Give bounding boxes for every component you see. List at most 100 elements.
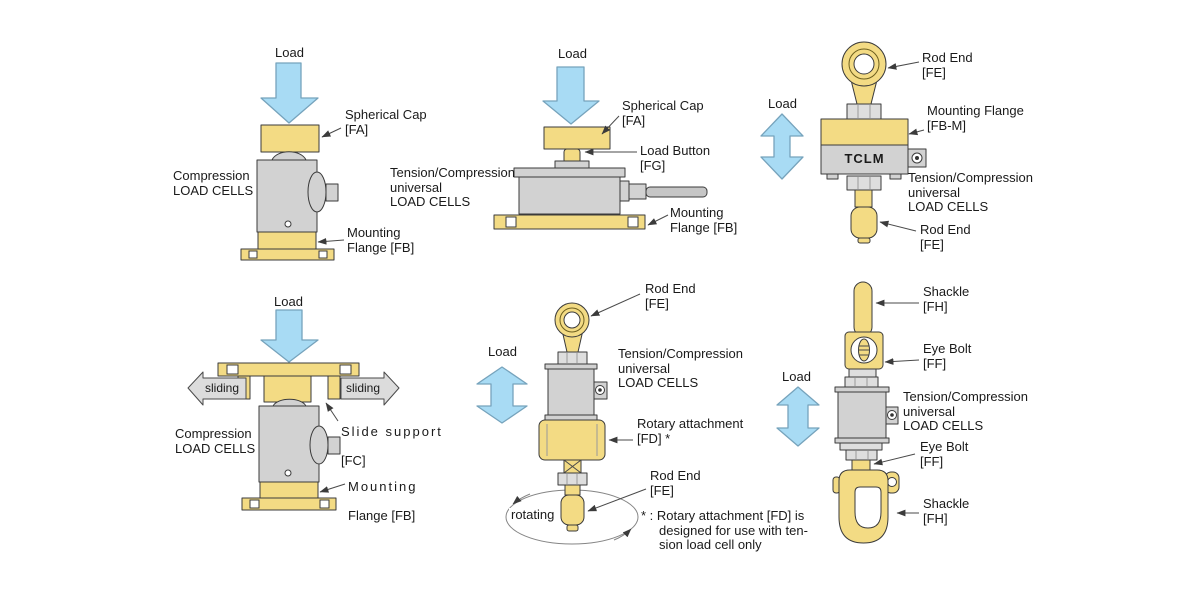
- figure-compression-spherical-cap: [240, 62, 345, 261]
- spherical-cap-label: Spherical Cap [FA]: [622, 98, 704, 128]
- eye-bolt-bottom-label: Eye Bolt [FF]: [920, 439, 969, 469]
- load-cell-body: [837, 391, 887, 439]
- body-hole: [284, 220, 292, 228]
- eye-bolt-top-label: Eye Bolt [FF]: [923, 341, 972, 371]
- figure-compression-slide-support: [187, 309, 400, 511]
- mounting-flange-label: Mounting Flange [FB]: [670, 205, 738, 235]
- compression-load-cells-label: Compression LOAD CELLS: [173, 168, 254, 198]
- rod-stem: [854, 189, 873, 208]
- load-label: Load: [768, 96, 797, 111]
- sliding-right-label: sliding: [345, 381, 381, 395]
- load-down-arrow: [542, 66, 600, 125]
- rod-end-eye: [853, 53, 875, 75]
- leader-mounting-flange: [647, 214, 669, 226]
- load-cell-body: [547, 368, 595, 416]
- rod-end-shank: [560, 494, 585, 526]
- body-top-plate: [513, 167, 626, 178]
- hex-nut: [846, 175, 882, 191]
- sliding-left-label: sliding: [204, 381, 240, 395]
- body-hole: [284, 469, 292, 477]
- connector-boss: [307, 171, 327, 213]
- rotary-attachment-label: Rotary attachment [FD] *: [637, 416, 744, 446]
- load-label: Load: [782, 369, 811, 384]
- rotary-footnote: * : Rotary attachment [FD] is designed f…: [641, 508, 808, 552]
- leader-mounting-flange: [317, 237, 345, 245]
- spherical-cap-label: Spherical Cap [FA]: [345, 107, 427, 137]
- leader-spherical-cap: [321, 127, 342, 138]
- rod-end-bottom-label: Rod End [FE]: [920, 222, 971, 252]
- rotary-attachment-drum: [538, 419, 606, 461]
- load-label: Load: [274, 294, 303, 309]
- mounting-flange-label: Mounting Flange [FB-M]: [927, 103, 1024, 133]
- hex-nut: [557, 472, 588, 486]
- slide-column-right: [327, 375, 341, 400]
- load-cell-body: [518, 176, 621, 215]
- load-cell-body: [258, 405, 320, 483]
- rod-end-top-label: Rod End [FE]: [922, 50, 973, 80]
- universal-load-cells-label: Tension/Compression universal LOAD CELLS: [908, 170, 1034, 214]
- mounting-flange-shape: [493, 214, 646, 230]
- connector: [619, 180, 630, 202]
- hex-nut: [846, 103, 882, 120]
- connector-collar: [628, 183, 647, 200]
- compression-load-cells-label: Compression LOAD CELLS: [175, 426, 256, 456]
- load-down-arrow: [260, 309, 319, 363]
- load-double-arrow: [476, 366, 528, 424]
- eye-bolt-stem: [851, 459, 871, 472]
- rod-end-bottom-label: Rod End [FE]: [650, 468, 701, 498]
- load-cell-dome: [271, 151, 307, 161]
- cable: [645, 186, 708, 198]
- button-pedestal: [554, 160, 590, 169]
- leader-eye-bolt-top: [884, 358, 920, 365]
- mounting-flange-shape: [257, 231, 317, 250]
- figure-universal-shackle: [776, 281, 920, 544]
- spherical-cap-shape: [260, 124, 320, 153]
- slide-support-label: Slide support [FC]: [341, 423, 443, 468]
- load-label: Load: [275, 45, 304, 60]
- mounting-flange-label: Mounting Flange [FB]: [347, 225, 415, 255]
- slide-center-block: [263, 375, 312, 403]
- universal-load-cells-label: Tension/Compression universal LOAD CELLS: [618, 346, 744, 390]
- leader-rod-end-top: [590, 293, 641, 317]
- rotation-arrow-left: [512, 493, 531, 505]
- mounting-flange-band: [820, 118, 909, 146]
- shackle-top-label: Shackle [FH]: [923, 284, 970, 314]
- flange-base: [241, 497, 337, 511]
- hex-nut: [844, 376, 879, 388]
- shackle-top-bar: [853, 281, 873, 337]
- tclm-body: [820, 144, 909, 175]
- load-label: Load: [558, 46, 587, 61]
- connector-plug: [327, 436, 341, 455]
- slide-top-plate: [217, 362, 360, 377]
- connector-plug: [325, 183, 339, 202]
- rotating-label: rotating: [509, 507, 557, 523]
- leader-mounting-flange: [319, 483, 346, 493]
- rod-end-top-label: Rod End [FE]: [645, 281, 696, 311]
- load-double-arrow: [760, 113, 804, 180]
- leader-rod-end-bottom: [587, 488, 647, 512]
- leader-eye-bolt-bottom: [873, 453, 916, 466]
- rod-end-eye: [563, 311, 581, 329]
- shackle-bottom-label: Shackle [FH]: [923, 496, 970, 526]
- load-label: Load: [488, 344, 517, 359]
- universal-load-cells-label: Tension/Compression universal LOAD CELLS: [390, 165, 516, 209]
- mounting-flange-shape: [259, 481, 319, 499]
- sliding-arrow-left: [187, 371, 247, 406]
- leader-mounting-flange: [908, 128, 925, 136]
- rod-end-shank: [850, 206, 878, 239]
- figure-universal-load-button: [493, 66, 708, 230]
- flange-base: [240, 248, 335, 261]
- figure-tclm-rod-ends: [760, 41, 927, 244]
- shackle-opening: [854, 486, 882, 529]
- figure-universal-rotary: [476, 293, 647, 545]
- universal-load-cells-label: Tension/Compression universal LOAD CELLS: [903, 389, 1029, 433]
- leader-rod-end-bottom: [879, 220, 917, 232]
- rod-stem: [564, 484, 581, 496]
- sliding-arrow-right: [340, 371, 400, 406]
- rotation-arrow-right: [613, 528, 632, 541]
- leader-spherical-cap: [601, 115, 620, 135]
- connector-boss: [309, 425, 329, 465]
- mounting-flange-label: Mounting Flange [FB]: [348, 478, 418, 523]
- hex-nut: [845, 449, 878, 461]
